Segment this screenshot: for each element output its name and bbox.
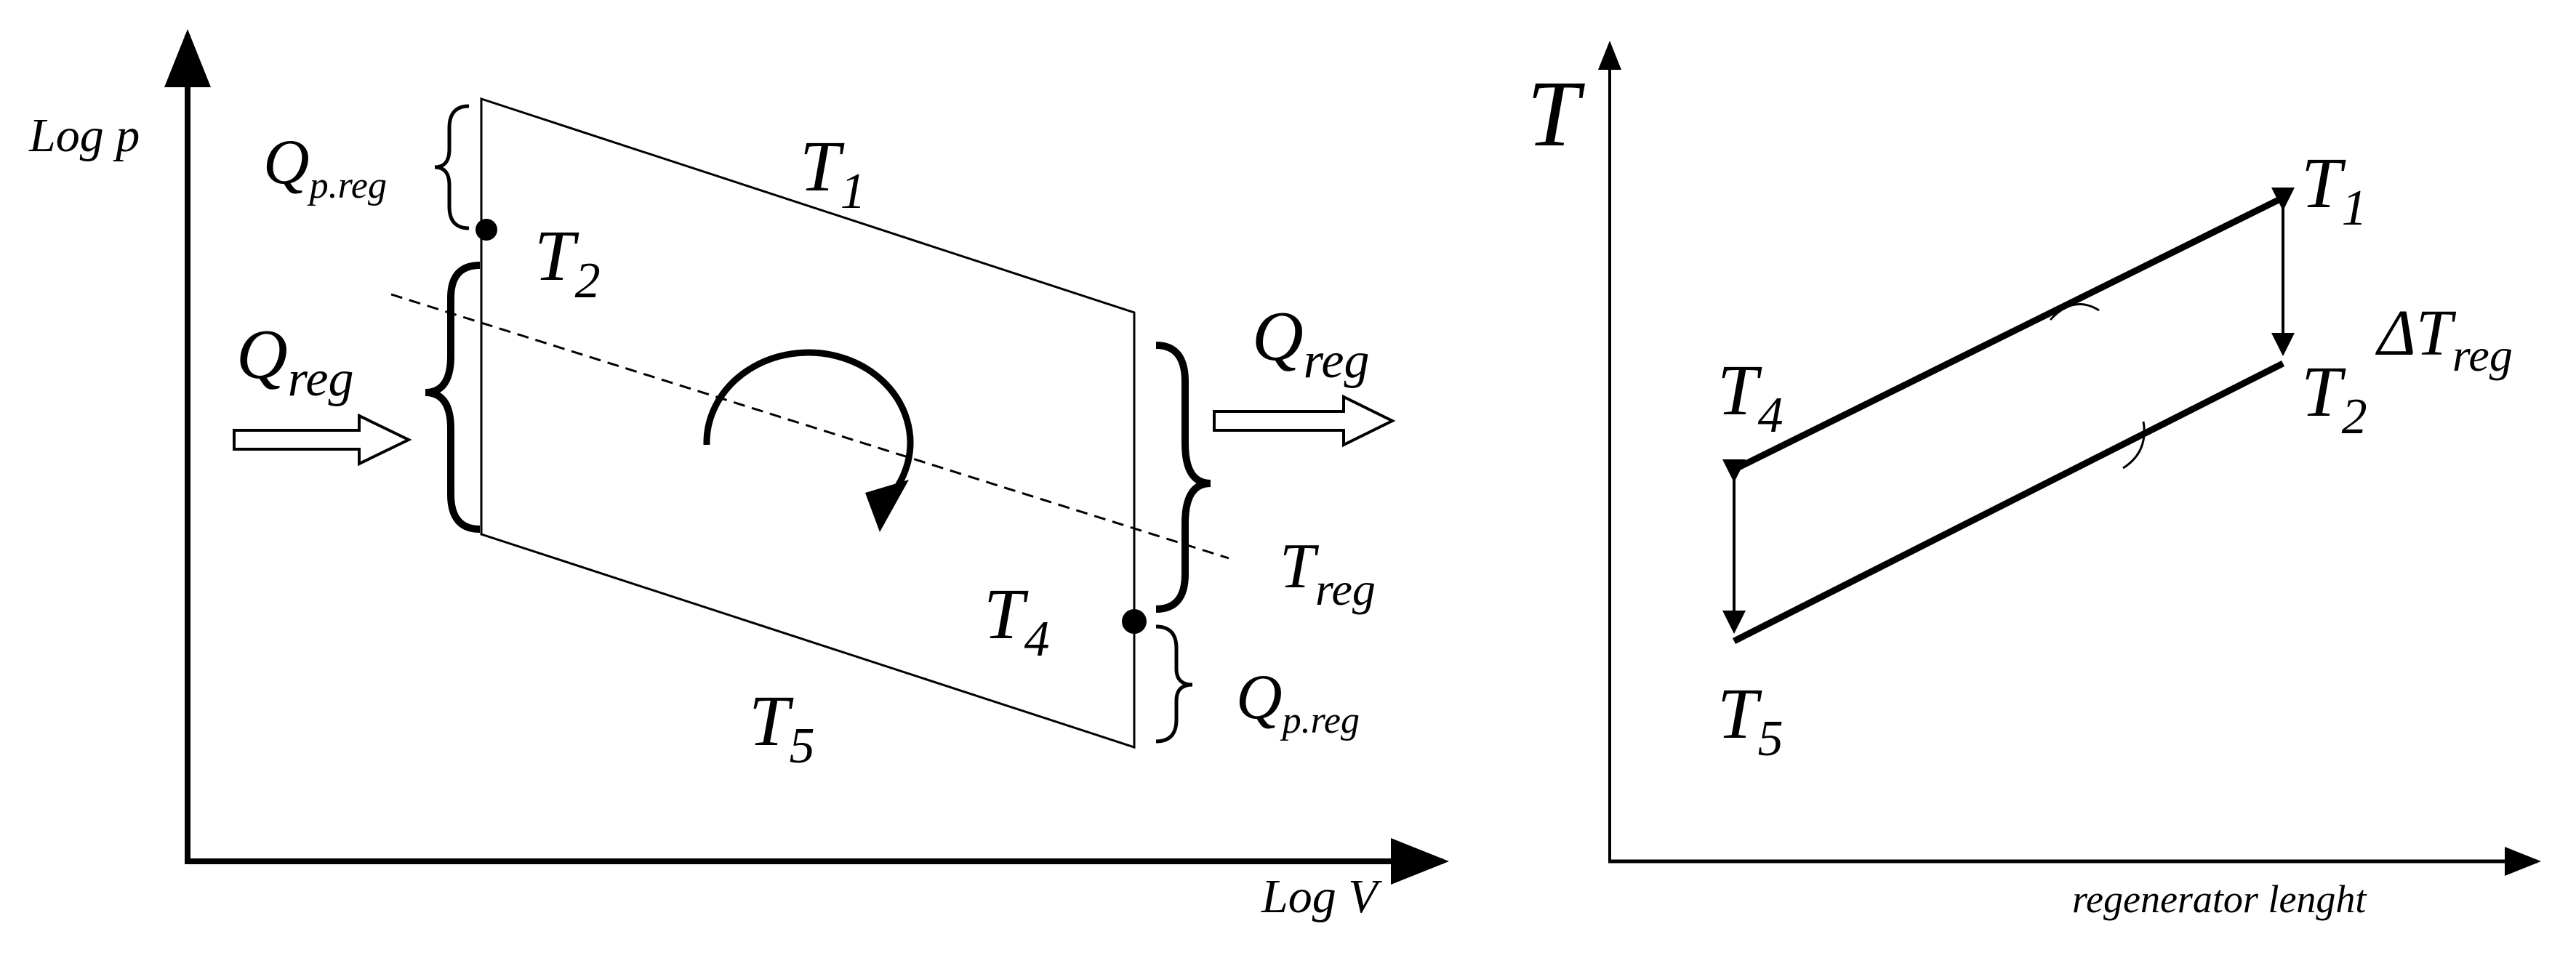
brace-q-reg-right: [1155, 342, 1211, 613]
brace-q-preg-top: [434, 104, 470, 230]
brace-q-reg-left: [425, 262, 481, 533]
left-pv-diagram: Log p Log V T1 T2 T4 T5 Treg Qreg Qreg Q…: [28, 29, 1449, 923]
cold-line-direction-mark: [2122, 421, 2146, 470]
right-x-axis-label: regenerator lenght: [2072, 877, 2367, 921]
profile-cold-line: [1732, 360, 2285, 645]
left-y-axis-label: Log p: [28, 109, 140, 162]
right-regenerator-diagram: T regenerator lenght T1 T2 T4 T5 ΔTreg: [1527, 41, 2541, 921]
label-q-reg-in: Qreg: [236, 315, 354, 407]
right-label-t5: T5: [1717, 673, 1783, 767]
brace-q-preg-bottom: [1155, 624, 1193, 744]
label-t2: T2: [534, 215, 601, 309]
cycle-direction-arrow: [703, 349, 914, 504]
label-t1: T1: [800, 126, 866, 220]
label-t5: T5: [749, 680, 815, 774]
label-q-preg-bottom: Qp.reg: [1236, 662, 1360, 741]
q-reg-in-arrow: [233, 413, 412, 467]
label-q-reg-out: Qreg: [1252, 297, 1370, 389]
q-reg-out-arrow: [1213, 394, 1396, 448]
cycle-parallelogram: [480, 97, 1136, 749]
hot-line-direction-mark: [2049, 303, 2100, 321]
right-y-axis-label: T: [1527, 62, 1585, 166]
left-x-axis-label: Log V: [1261, 870, 1382, 923]
right-label-t4: T4: [1717, 350, 1783, 443]
label-t4: T4: [984, 573, 1050, 667]
state-t4-dot: [1122, 609, 1147, 634]
label-treg: Treg: [1280, 531, 1376, 615]
cycle-direction-arrowhead: [865, 480, 909, 532]
state-t2-dot: [476, 219, 497, 241]
label-delta-t-reg: ΔTreg: [2375, 297, 2513, 381]
regenerator-dashed-line: [390, 293, 1229, 560]
right-label-t1: T1: [2301, 142, 2367, 236]
right-label-t2: T2: [2301, 351, 2367, 445]
profile-hot-line: [1733, 194, 2284, 473]
label-q-preg-top: Qp.reg: [263, 127, 387, 206]
